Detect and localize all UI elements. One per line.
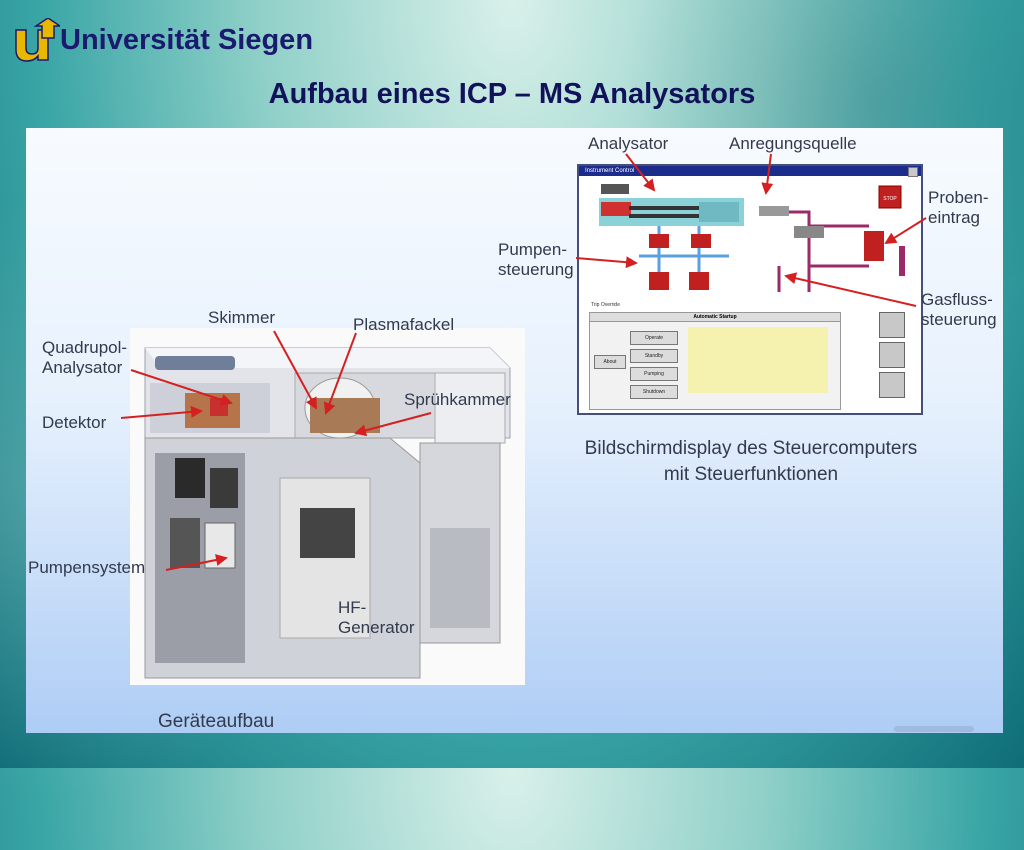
label-gasflusssteuerung: Gasfluss- steuerung [921,290,997,329]
slide-title: Aufbau eines ICP – MS Analysators [268,78,756,110]
shutdown-button[interactable]: Shutdown [630,385,678,399]
icp-ms-device-image [130,328,525,685]
caption-screen: Bildschirmdisplay des Steuercomputers mi… [584,438,918,485]
label-spruehkammer: Sprühkammer [404,390,511,409]
instrument-schematic: STOP [599,184,905,292]
operate-button[interactable]: Operate [630,331,678,345]
label-hf-generator: HF- Generator [338,598,415,637]
university-logo [15,18,60,62]
window-title: Instrument Control [585,168,635,174]
label-pumpensystem: Pumpensystem [28,558,146,577]
label-anregungsquelle: Anregungsquelle [729,134,857,153]
stop-button-label[interactable]: STOP [883,196,897,202]
control-screen: Instrument Control STOP Trip [577,164,923,415]
content-panel: Instrument Control STOP Trip [26,128,1003,733]
label-plasmafackel: Plasmafackel [353,315,455,334]
pumping-button[interactable]: Pumping [630,367,678,381]
watermark [894,726,974,732]
tool-icon[interactable] [879,312,905,338]
label-probeneintrag: Proben- eintrag [928,188,989,227]
label-analysator: Analysator [588,134,669,153]
caption-device: Geräteaufbau [158,711,275,732]
help-icon[interactable] [879,372,905,398]
startup-panel-title: Automatic Startup [590,313,840,322]
university-name: Universität Siegen [60,24,314,56]
standby-button[interactable]: Standby [630,349,678,363]
settings-icon[interactable] [879,342,905,368]
label-skimmer: Skimmer [208,308,276,327]
label-quadrupol: Quadrupol- Analysator [42,338,128,377]
status-area [688,327,828,393]
startup-panel: Automatic Startup About Operate Standby … [589,312,841,410]
about-button[interactable]: About [594,355,626,369]
close-icon[interactable] [908,167,918,177]
window-title-bar: Instrument Control [579,166,921,177]
label-detektor: Detektor [42,413,107,432]
trip-override[interactable]: Trip Override [591,302,620,308]
label-pumpensteuerung: Pumpen- steuerung [498,240,574,279]
